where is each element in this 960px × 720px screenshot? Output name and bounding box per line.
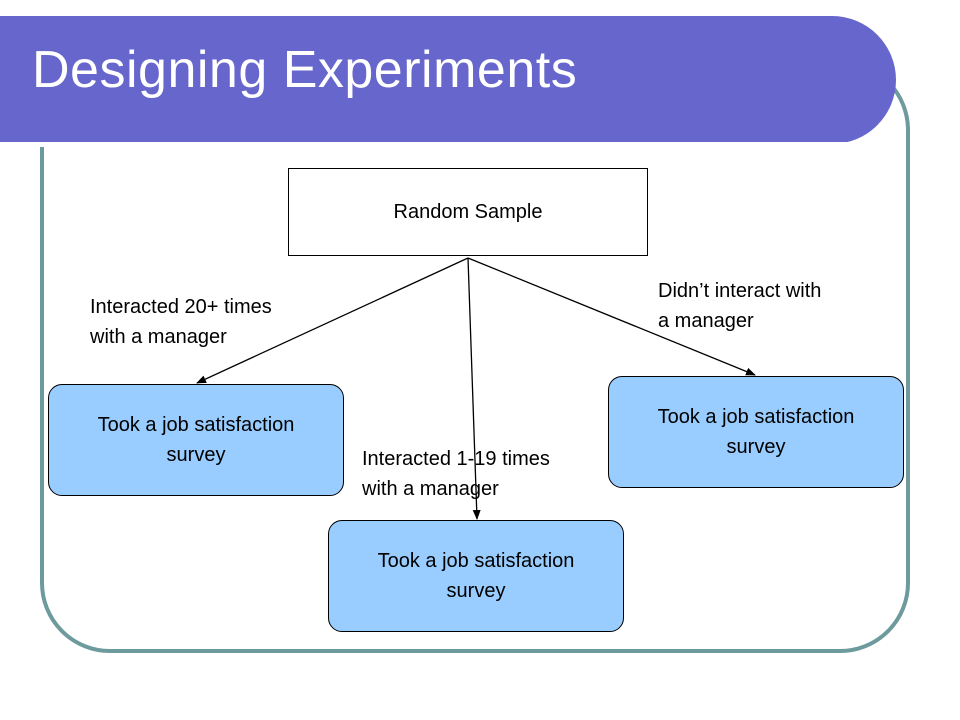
title-underline xyxy=(0,142,848,147)
node-left-label: Took a job satisfaction survey xyxy=(97,414,295,466)
node-right-label: Took a job satisfaction survey xyxy=(657,406,855,458)
slide-title: Designing Experiments xyxy=(32,41,578,99)
arrow-to-middle-node xyxy=(467,257,481,520)
node-middle-label: Took a job satisfaction survey xyxy=(377,550,575,602)
arrow-to-right-node xyxy=(467,257,756,376)
root-node-random-sample: Random Sample xyxy=(288,168,648,256)
edge-label-middle: Interacted 1-19 times with a manager xyxy=(362,448,550,500)
node-middle-survey: Took a job satisfaction survey xyxy=(328,520,624,632)
edge-label-left: Interacted 20+ times with a manager xyxy=(90,296,272,348)
edge-label-right: Didn’t interact with a manager xyxy=(658,280,822,332)
arrow-to-left-node xyxy=(196,257,469,384)
node-left-survey: Took a job satisfaction survey xyxy=(48,384,344,496)
root-node-label: Random Sample xyxy=(393,200,543,223)
title-bar xyxy=(0,16,896,147)
node-right-survey: Took a job satisfaction survey xyxy=(608,376,904,488)
